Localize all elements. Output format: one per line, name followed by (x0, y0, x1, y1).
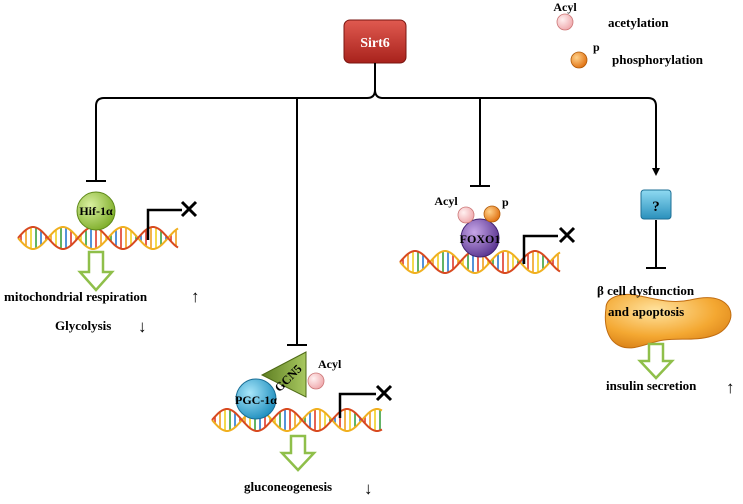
outline-down-arrow-icon (77, 250, 115, 292)
foxo-protein-label: FOXO1 (460, 232, 501, 246)
foxo-acyl-ball (457, 206, 475, 224)
legend-acyl-label: Acyl (553, 0, 577, 14)
dna-backbone (17, 226, 179, 250)
connector-right (383, 97, 657, 107)
transcription-blocked-icon (146, 200, 198, 240)
pgc-acyl-label: Acyl (318, 357, 342, 371)
pancreas-icon (604, 294, 732, 349)
hif-effect-2-down-arrow-icon: ↓ (138, 317, 147, 336)
legend: Acyl acetylation p phosphorylation (553, 0, 704, 69)
hif-protein-label: Hif-1α (79, 204, 113, 218)
connector-left (95, 63, 376, 107)
sirt6-node: Sirt6 (343, 19, 407, 64)
foxo-p-label: p (502, 195, 509, 209)
connector-join (374, 89, 384, 99)
outline-down-arrow-icon (637, 342, 675, 380)
unknown-factor-label: ? (652, 199, 660, 215)
legend-p-label: p (593, 40, 600, 54)
beta-result-up-arrow-icon: ↑ (726, 378, 735, 397)
pgc-acyl-ball (307, 372, 325, 390)
outline-down-arrow-icon (279, 434, 317, 472)
legend-phosphorylation-label: phosphorylation (612, 52, 704, 67)
beta-effect-2: and apoptosis (608, 304, 684, 319)
sirt6-label: Sirt6 (360, 36, 390, 51)
foxo-phospho-ball (483, 205, 501, 223)
dna-helix-hif (17, 226, 179, 250)
dna-backbone (399, 250, 561, 274)
beta-result: insulin secretion (606, 378, 697, 393)
foxo-protein-ball (460, 218, 500, 258)
hif-effect-1-up-arrow-icon: ↑ (191, 287, 200, 306)
pgc-effect-down-arrow-icon: ↓ (364, 479, 373, 498)
beta-effect-1: β cell dysfunction (597, 283, 695, 298)
dna-backbone (211, 408, 383, 432)
branch-foxo: FOXO1 Acyl p (434, 194, 576, 264)
branch-pgc: GCN5 PGC-1α Acyl gluconeogenesis ↓ (235, 351, 393, 498)
branch-beta: ? β cell dysfunction and apoptosis insul… (597, 189, 735, 397)
hif-effect-2: Glycolysis (55, 318, 111, 333)
foxo-acyl-label: Acyl (434, 194, 458, 208)
pgc-effect: gluconeogenesis (244, 479, 332, 494)
dna-helix-pgc (211, 408, 383, 432)
branch-hif: Hif-1α mitochondrial respiration ↑ Glyco… (4, 191, 200, 336)
pgc-protein-label: PGC-1α (235, 393, 277, 407)
hif-protein-ball (76, 191, 116, 231)
hif-effect-1: mitochondrial respiration (4, 289, 148, 304)
transcription-blocked-icon (522, 226, 576, 264)
pgc-protein-ball (235, 378, 277, 420)
dna-backbone (211, 408, 383, 432)
legend-phospho-ball (570, 51, 588, 69)
legend-acetylation-label: acetylation (608, 15, 669, 30)
transcription-blocked-icon (338, 384, 393, 418)
unknown-factor-box (640, 189, 672, 220)
gcn5-triangle (260, 351, 307, 398)
connector-tree (86, 63, 666, 346)
legend-acyl-ball (556, 13, 574, 31)
